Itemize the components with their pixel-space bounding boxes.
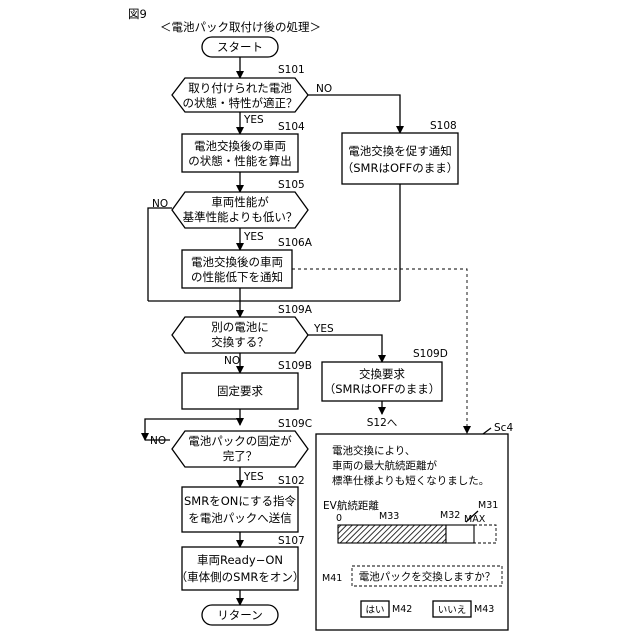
step-id: S105 (278, 179, 305, 191)
svg-text:車両Ready−ON: 車両Ready−ON (197, 553, 283, 567)
screen-sc4: Sc4 電池交換により、 車両の最大航続距離が 標準仕様よりも短くなりました。 … (316, 422, 513, 630)
step-id: S108 (430, 120, 457, 132)
s101-no-label: NO (316, 83, 332, 95)
svg-text:はい: はい (365, 605, 384, 616)
svg-text:別の電池に: 別の電池に (211, 320, 269, 334)
svg-text:交換要求: 交換要求 (359, 367, 405, 381)
svg-text:交換する？: 交換する？ (211, 335, 269, 349)
svg-text:電池交換後の車両: 電池交換後の車両 (194, 139, 286, 153)
step-id: S102 (278, 475, 305, 487)
svg-text:取り付けられた電池: 取り付けられた電池 (188, 81, 292, 95)
m31-label: M31 (478, 500, 498, 511)
svg-text:（SMRはOFFのまま）: （SMRはOFFのまま） (324, 382, 441, 396)
svg-text:固定要求: 固定要求 (217, 384, 263, 398)
s12-connector-label: S12へ (367, 417, 398, 429)
yes-button[interactable]: はい (361, 601, 389, 617)
start-node: スタート (202, 37, 278, 57)
process-s104: 電池交換後の車両 の状態・性能を算出 S104 (182, 121, 305, 172)
process-s109d: 交換要求 （SMRはOFFのまま） S109D (322, 348, 448, 401)
s101-yes-label: YES (243, 114, 264, 126)
s109a-yes-label: YES (313, 323, 334, 335)
step-id: S107 (278, 535, 305, 547)
svg-text:電池パックの固定が: 電池パックの固定が (188, 434, 292, 448)
range-zero-label: 0 (336, 513, 342, 524)
m42-label: M42 (392, 604, 412, 615)
range-bar-current (338, 525, 446, 543)
step-id: S106A (278, 237, 313, 249)
decision-s109a: 別の電池に 交換する？ S109A (172, 304, 313, 353)
screen-message-1: 電池交換により、 (332, 444, 415, 457)
process-s109b: 固定要求 S109B (182, 360, 312, 409)
m41-label: M41 (322, 573, 342, 584)
svg-text:の性能低下を通知: の性能低下を通知 (191, 270, 283, 284)
svg-text:（SMRはOFFのまま）: （SMRはOFFのまま） (342, 161, 459, 175)
screen-message-3: 標準仕様よりも短くなりました。 (332, 474, 489, 487)
svg-text:を電池パックへ送信: を電池パックへ送信 (188, 511, 292, 525)
svg-text:SMRをONにする指令: SMRをONにする指令 (184, 494, 296, 508)
svg-text:（車体側のSMRをオン）: （車体側のSMRをオン） (176, 570, 305, 584)
s105-yes-label: YES (243, 231, 264, 243)
step-id: S109B (278, 360, 312, 372)
question-text: 電池パックを交換しますか？ (359, 570, 496, 583)
step-id: S104 (278, 121, 305, 133)
s109c-no-label: NO (150, 435, 166, 447)
svg-text:完了？: 完了？ (223, 449, 258, 463)
step-id: S101 (278, 64, 305, 76)
decision-s109c: 電池パックの固定が 完了？ S109C (172, 418, 312, 467)
range-max-label: MAX (464, 514, 486, 525)
step-id: S109D (413, 348, 448, 360)
figure-label: 図9 (128, 7, 147, 21)
m32-label: M32 (440, 510, 460, 521)
range-bar-standard (446, 525, 474, 543)
svg-text:基準性能よりも低い？: 基準性能よりも低い？ (183, 210, 298, 224)
process-s102: SMRをONにする指令 を電池パックへ送信 S102 (182, 475, 305, 532)
svg-text:車両性能が: 車両性能が (211, 195, 269, 209)
no-button[interactable]: いいえ (433, 601, 471, 617)
range-label: EV航続距離 (323, 499, 379, 512)
svg-text:スタート: スタート (217, 40, 263, 54)
diagram-title: ＜電池パック取付け後の処理＞ (160, 20, 321, 34)
svg-text:電池交換を促す通知: 電池交換を促す通知 (348, 144, 452, 158)
svg-text:いいえ: いいえ (438, 605, 467, 616)
process-s106a: 電池交換後の車両 の性能低下を通知 S106A (182, 237, 313, 288)
m43-label: M43 (474, 604, 494, 615)
svg-text:の状態・特性が適正？: の状態・特性が適正？ (183, 96, 298, 110)
s109a-no-label: NO (224, 355, 240, 367)
svg-text:の状態・性能を算出: の状態・性能を算出 (188, 154, 292, 168)
s109c-yes-label: YES (243, 471, 264, 483)
svg-text:電池交換後の車両: 電池交換後の車両 (191, 255, 283, 269)
screen-message-2: 車両の最大航続距離が (332, 459, 437, 472)
svg-text:リターン: リターン (217, 608, 262, 622)
step-id: S109A (278, 304, 313, 316)
return-node: リターン (202, 605, 278, 625)
step-id: S109C (278, 418, 312, 430)
m33-label: M33 (379, 511, 399, 522)
screen-id: Sc4 (494, 422, 513, 434)
s105-no-label: NO (152, 198, 168, 210)
